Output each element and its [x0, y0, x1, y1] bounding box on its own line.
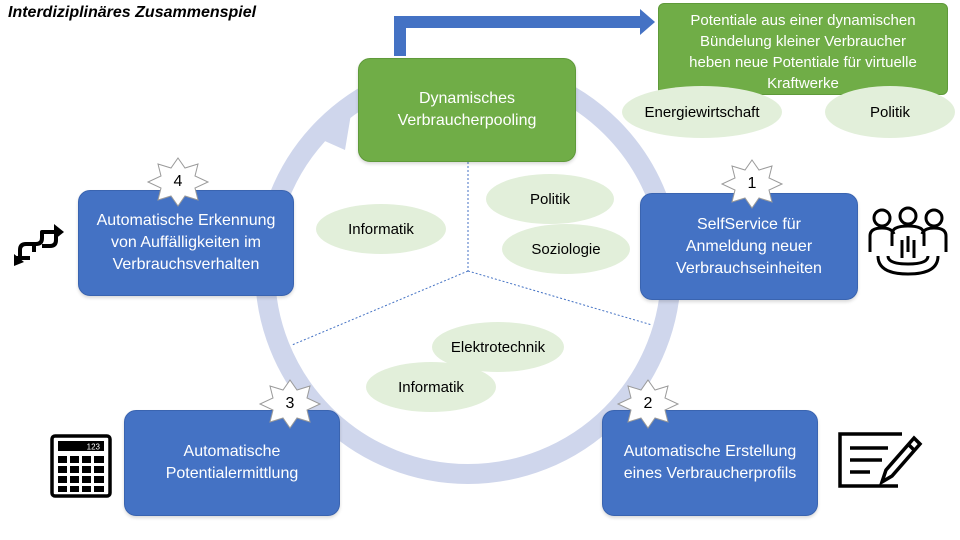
discipline-informatik-lower: Informatik	[366, 362, 496, 412]
step-1-number: 1	[747, 175, 757, 192]
cycle-arrowhead	[318, 108, 352, 150]
form-edit-icon	[838, 432, 923, 488]
step-4-number: 4	[173, 173, 183, 190]
step-4-label: Automatische Erkennung von Auffälligkeit…	[96, 212, 276, 273]
step-4-badge: 4	[146, 156, 210, 208]
step-1-badge: 1	[720, 158, 784, 210]
potential-callout: Potentiale aus einer dynamischen Bündelu…	[658, 3, 948, 95]
discipline-elektrotechnik: Elektrotechnik	[432, 322, 564, 372]
center-box-verbraucherpooling: Dynamisches Verbraucherpooling	[358, 58, 576, 162]
step-3-badge: 3	[258, 378, 322, 430]
page-title: Interdiziplinäres Zusammenspiel	[8, 4, 257, 21]
calculator-display-text: 123	[87, 443, 101, 452]
calculator-icon: 123	[50, 434, 112, 498]
step-2-badge: 2	[616, 378, 680, 430]
step-3-number: 3	[285, 395, 295, 412]
center-box-label: Dynamisches Verbraucherpooling	[397, 90, 537, 129]
swap-arrows-icon	[14, 224, 64, 266]
step-1-box: SelfService für Anmeldung neuer Verbrauc…	[640, 193, 858, 300]
step-1-label: SelfService für Anmeldung neuer Verbrauc…	[676, 215, 822, 277]
step-4-box: Automatische Erkennung von Auffälligkeit…	[78, 190, 294, 296]
discipline-informatik-upper: Informatik	[316, 204, 446, 254]
discipline-soziologie: Soziologie	[502, 224, 630, 274]
discipline-energiewirtschaft: Energiewirtschaft	[622, 86, 782, 138]
divider-right	[467, 270, 653, 326]
step-2-label: Automatische Erstellung eines Verbrauche…	[623, 443, 797, 482]
callout-arrowhead	[640, 9, 655, 35]
discipline-politik-top: Politik	[825, 86, 955, 138]
step-3-box: Automatische Potentialermittlung	[124, 410, 340, 516]
people-group-icon	[868, 206, 948, 276]
discipline-politik-center: Politik	[486, 174, 614, 224]
step-3-label: Automatische Potentialermittlung	[165, 443, 299, 482]
step-2-number: 2	[643, 395, 653, 412]
step-2-box: Automatische Erstellung eines Verbrauche…	[602, 410, 818, 516]
callout-arrow-line	[394, 16, 645, 56]
